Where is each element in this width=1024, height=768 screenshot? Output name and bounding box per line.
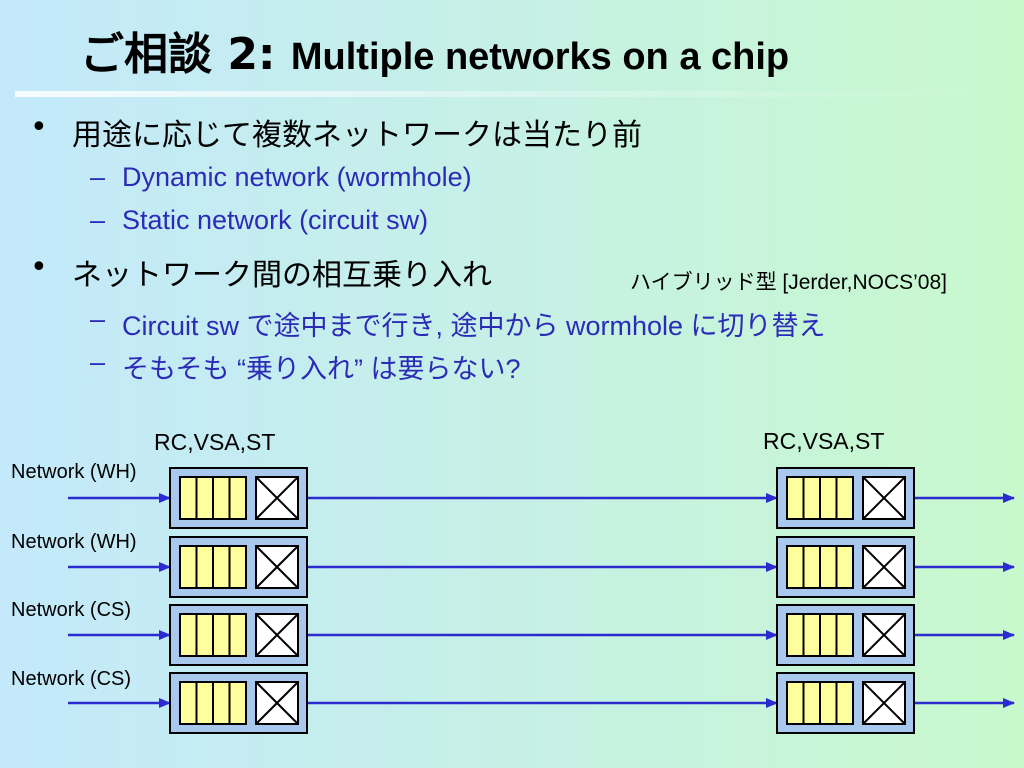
sub-bullet-marker: – [90,162,106,192]
bullet-text: 用途に応じて複数ネットワークは当たり前 [72,118,642,153]
sub-bullet-marker: – [90,205,106,235]
crossbar-diagonal [255,613,299,657]
sub-bullet-marker: – [90,304,106,334]
sub-bullet-marker: – [90,347,106,377]
sub-bullet-text: Circuit sw で途中まで行き, 途中から wormhole に切り替え [122,311,826,341]
router-label-right: RC,VSA,ST [763,428,885,454]
slide-title: ご相談 2: Multiple networks on a chip [80,18,789,82]
title-main: ご相談 2: [80,29,291,80]
crossbar-diagonal [255,681,299,725]
crossbar-diagonal [862,681,906,725]
router-label-left: RC,VSA,ST [154,429,276,455]
title-underline [15,91,1015,97]
network-label-1: Network (WH) [11,461,137,483]
hybrid-note: ハイブリッド型 [Jerder,NOCS’08] [630,271,947,294]
sub-bullet-text: そもそも “乗り入れ” は要らない? [122,354,521,384]
network-label-4: Network (CS) [11,668,132,690]
crossbar-diagonal [862,545,906,589]
network-label-3: Network (CS) [11,599,132,621]
crossbar-diagonal [862,476,906,520]
sub-bullet-text: Static network (circuit sw) [122,205,429,235]
bullet-marker: • [30,250,48,285]
bullet-text: ネットワーク間の相互乗り入れ [72,258,492,293]
crossbar-diagonal [255,476,299,520]
bullet-marker: • [30,110,48,145]
title-sub: Multiple networks on a chip [290,36,790,78]
crossbar-diagonal [862,613,906,657]
diagram-layer [68,467,1015,734]
crossbar-diagonal [255,545,299,589]
network-label-2: Network (WH) [11,531,137,553]
sub-bullet-text: Dynamic network (wormhole) [122,162,472,192]
